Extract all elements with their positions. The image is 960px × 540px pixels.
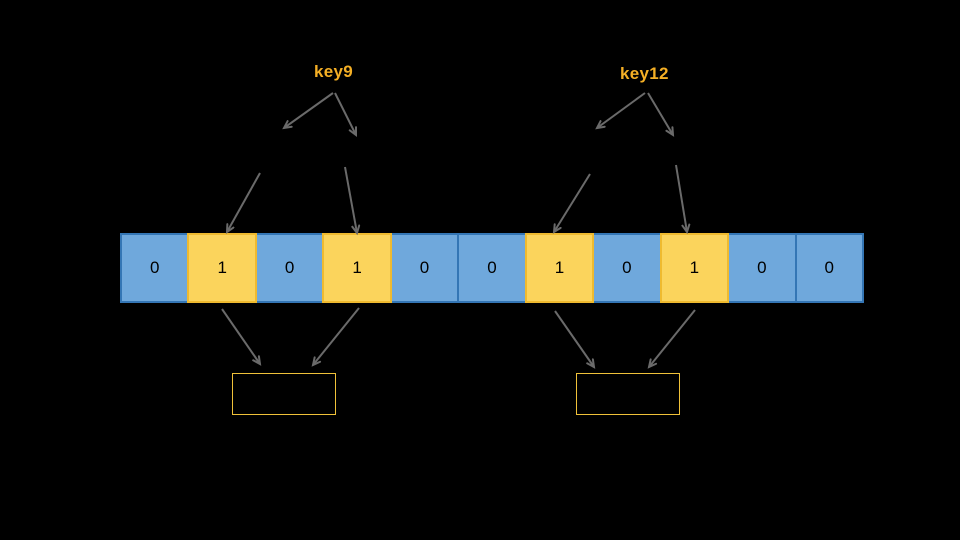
arrow-bit1-to-left-box xyxy=(221,308,262,366)
bit-cell-3: 1 xyxy=(322,233,392,303)
arrow-bit3-to-left-box xyxy=(311,307,360,367)
arrow-key12-to-bit8 xyxy=(675,164,691,235)
bit-cell-4: 0 xyxy=(389,233,460,303)
bit-cell-5: 0 xyxy=(457,233,527,303)
arrow-bit8-to-right-box xyxy=(647,309,696,369)
result-box-right xyxy=(576,373,680,415)
bit-cell-6: 1 xyxy=(524,233,595,303)
bit-cell-9: 0 xyxy=(727,233,797,303)
arrow-key12-upper-left xyxy=(595,92,646,130)
arrow-key9-to-bit1 xyxy=(225,172,261,234)
bit-cell-2: 0 xyxy=(254,233,325,303)
bit-cell-8: 1 xyxy=(659,233,730,303)
bit-cell-7: 0 xyxy=(592,233,662,303)
arrow-key9-upper-right xyxy=(334,92,357,137)
bit-cell-10: 0 xyxy=(794,233,864,303)
arrow-key9-upper-left xyxy=(282,92,334,130)
bit-cell-0: 0 xyxy=(120,233,190,303)
bit-cell-1: 1 xyxy=(187,233,257,303)
arrow-bit6-to-right-box xyxy=(554,310,596,369)
arrow-key12-to-bit6 xyxy=(552,173,591,234)
arrow-key9-to-bit3 xyxy=(344,166,361,236)
arrow-key12-upper-right xyxy=(647,92,675,137)
result-box-left xyxy=(232,373,336,415)
key-label-key12: key12 xyxy=(620,64,669,83)
key-label-key9: key9 xyxy=(314,62,354,81)
